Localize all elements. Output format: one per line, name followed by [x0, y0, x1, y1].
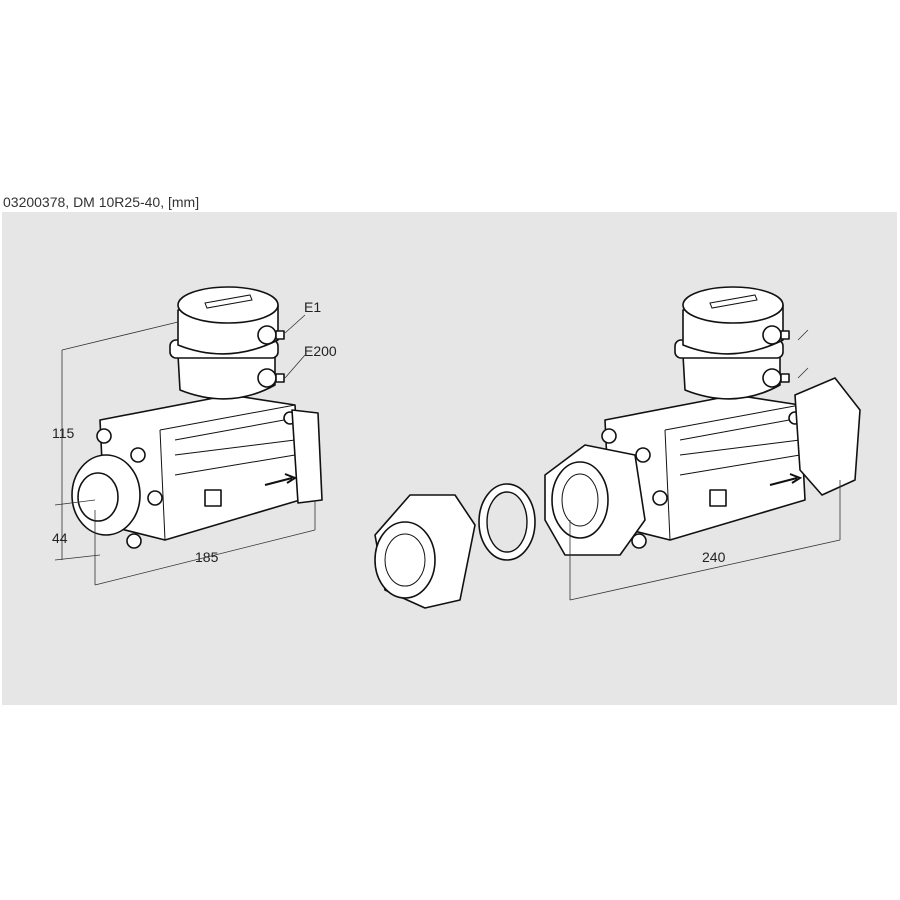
- dimension-44: 44: [52, 530, 68, 546]
- dimension-185: 185: [195, 549, 219, 565]
- label-e200: E200: [304, 343, 337, 359]
- dimension-115: 115: [52, 425, 75, 441]
- label-e1: E1: [304, 299, 321, 315]
- drawing-title: 03200378, DM 10R25-40, [mm]: [3, 194, 200, 210]
- dimension-240: 240: [702, 549, 726, 565]
